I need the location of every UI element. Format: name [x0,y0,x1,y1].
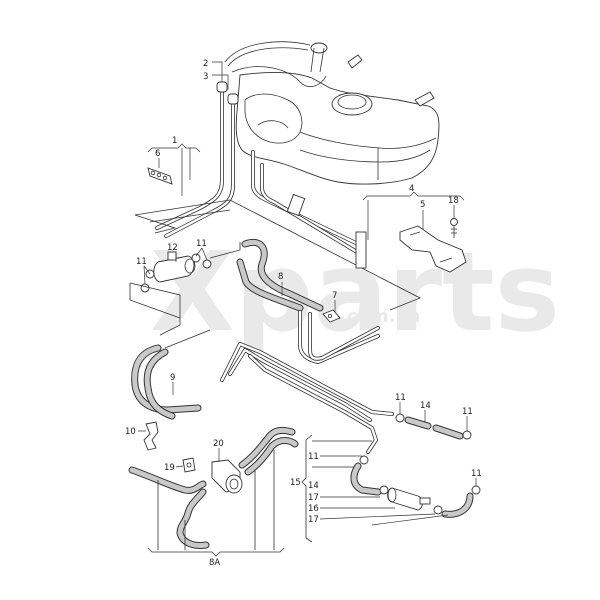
hose-9[interactable] [131,344,202,420]
callout-3: 3 [203,72,208,82]
callout-9: 9 [170,373,175,383]
bracket-8a [147,547,285,557]
connector-2[interactable] [216,81,239,105]
callout-11-lower-right: 11 [471,469,482,479]
callout-14-upper: 14 [420,401,431,411]
hose-14-upper[interactable] [395,413,472,440]
watermark: Xparts .com.ua [150,228,560,356]
callout-15: 15 [290,478,301,488]
callout-17-bottom: 17 [308,515,319,525]
bracket-15 [301,434,313,543]
callout-18: 18 [448,196,459,206]
callout-8a: 8A [209,558,220,568]
callout-4: 4 [409,184,414,194]
callouts: 2 3 1 6 4 5 18 12 11 11 8 7 9 10 20 19 8… [125,59,482,568]
fuel-line-2[interactable] [155,88,224,230]
callout-16: 16 [308,504,319,514]
fuel-tank[interactable] [224,41,440,185]
callout-11-left: 11 [136,257,147,267]
screw-18[interactable] [450,218,458,239]
fuel-filter-16[interactable] [387,487,431,511]
callout-8: 8 [278,272,283,282]
outline-frame-upper [134,199,421,311]
clamp-17[interactable] [359,455,481,515]
hose-8[interactable] [236,239,324,312]
fuel-line-3[interactable] [164,98,235,238]
callout-2: 2 [203,59,208,69]
fuel-line-pair[interactable] [298,310,380,364]
callout-7: 7 [332,291,337,301]
callout-17-top: 17 [308,493,319,503]
callout-1: 1 [172,136,177,146]
clip-10[interactable] [143,421,159,451]
callout-19: 19 [164,463,175,473]
clip-7[interactable] [322,309,341,323]
callout-11-upper-left: 11 [395,393,406,403]
callout-12: 12 [167,243,178,253]
callout-11-upper-right: 11 [462,407,473,417]
watermark-domain: .com.ua [340,306,420,327]
callout-5: 5 [420,200,425,210]
clip-19[interactable] [182,457,196,473]
hose-8a-group[interactable] [128,426,299,549]
callout-14-lower: 14 [308,481,319,491]
callout-10: 10 [125,427,136,437]
callout-6: 6 [155,149,160,159]
callout-11-right: 11 [196,239,207,249]
clip-6[interactable] [147,167,173,185]
callout-20: 20 [213,439,224,449]
callout-11-mid: 11 [308,452,319,462]
fuel-line-bundle-lower[interactable] [220,342,394,454]
valve-20[interactable] [211,459,243,494]
watermark-brand: Xparts [150,228,560,356]
hose-14-lower[interactable] [350,462,474,518]
bracket-5[interactable] [399,225,467,273]
fuel-line-bundle-4[interactable] [251,150,367,269]
